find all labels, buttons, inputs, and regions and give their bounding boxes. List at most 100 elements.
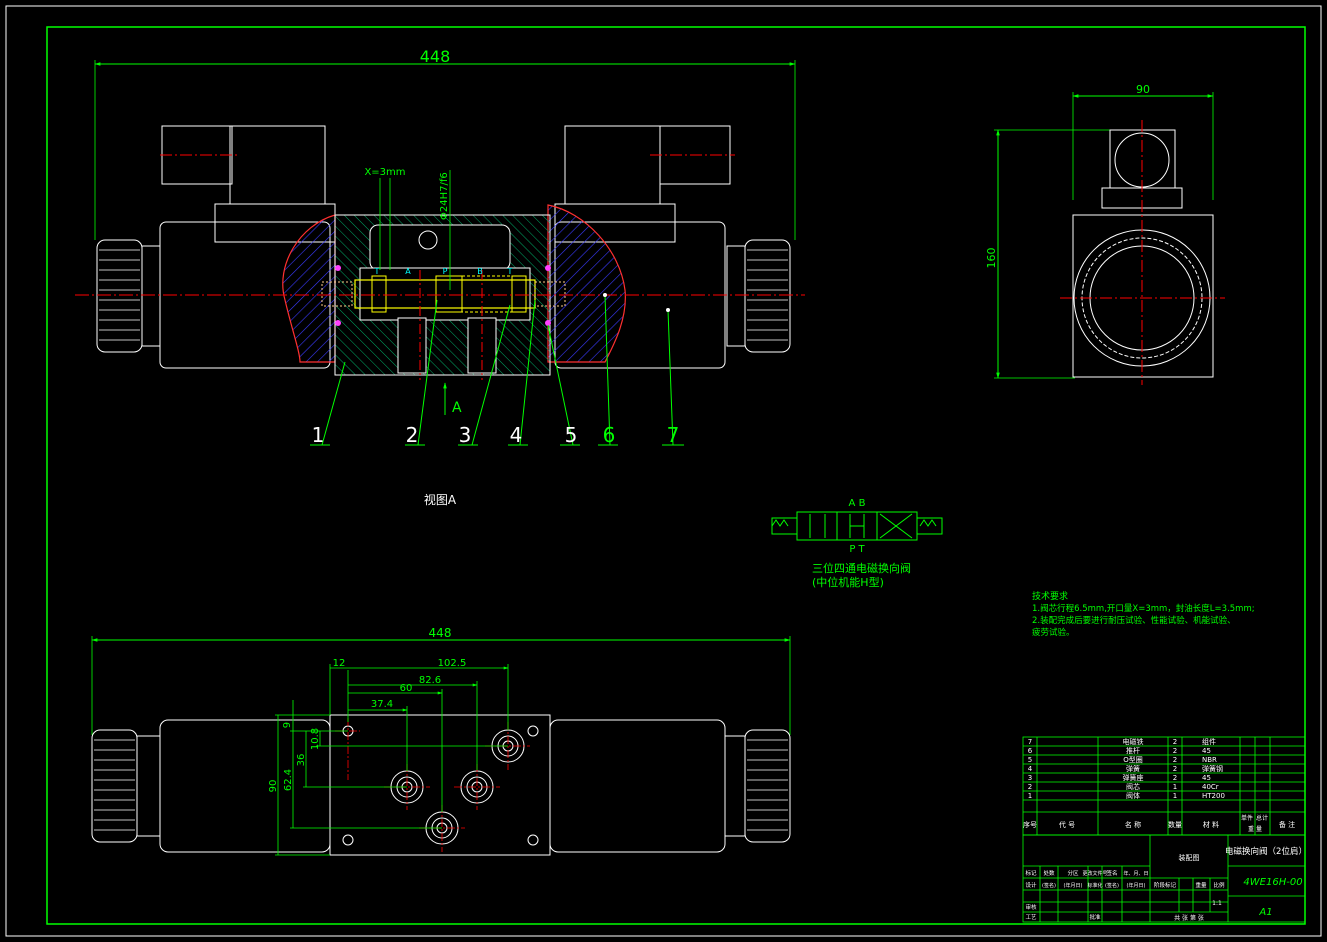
callout-6: 6 xyxy=(603,423,616,447)
approve-label: 批准 xyxy=(1089,913,1101,921)
bom-cell-qty: 2 xyxy=(1173,765,1177,773)
tech-req-line-2: 2.装配完成后要进行耐压试验、性能试验、机能试验、 xyxy=(1032,615,1236,626)
role-design: 设计 xyxy=(1025,881,1037,889)
bom-cell-qty: 2 xyxy=(1173,756,1177,764)
callout-1: 1 xyxy=(312,423,325,447)
rev-label-count: 处数 xyxy=(1043,869,1055,877)
dim-102-5: 102.5 xyxy=(438,658,467,669)
bom-header-unit-weight: 单件 xyxy=(1241,814,1253,822)
bom-table xyxy=(1022,736,1306,836)
bom-header-no: 序号 xyxy=(1023,820,1037,829)
callout-4: 4 xyxy=(510,423,523,447)
bom-cell-no: 3 xyxy=(1028,774,1032,782)
front-section-view: 448 xyxy=(75,47,805,447)
side-height-dim: 160 xyxy=(985,248,998,269)
table-row: 5 O型圈 2 NBR xyxy=(1028,755,1217,764)
side-width-dim: 90 xyxy=(1136,83,1150,96)
std-signature: (签名) xyxy=(1105,882,1119,889)
dim-36: 36 xyxy=(296,754,307,767)
bom-header-weight: 重 量 xyxy=(1248,825,1262,833)
sheet-info: 共 张 第 张 xyxy=(1174,914,1204,922)
symbol-caption-1: 三位四通电磁换向阀 xyxy=(812,561,911,575)
view-arrow-label: A xyxy=(452,400,462,416)
bom-cell-qty: 2 xyxy=(1173,738,1177,746)
tech-req-title: 技术要求 xyxy=(1032,590,1068,602)
bom-header-material: 材 料 xyxy=(1203,820,1219,829)
std-date: (年月日) xyxy=(1127,882,1146,889)
dim-62-4: 62.4 xyxy=(283,769,294,791)
rev-label-date: 年、月、日 xyxy=(1123,870,1148,877)
port-label-a: A xyxy=(405,267,411,276)
bom-header-code: 代 号 xyxy=(1059,820,1075,829)
rev-label-sign: 签名 xyxy=(1106,869,1117,877)
table-row: 3 弹簧座 2 45 xyxy=(1028,773,1211,782)
scale-value: 1:1 xyxy=(1212,900,1222,907)
bom-header-name: 名 称 xyxy=(1125,820,1141,829)
port-label-b: B xyxy=(477,267,483,276)
rev-label-doc: 更改文件号 xyxy=(1082,870,1107,877)
port-label-t2: T xyxy=(507,267,513,276)
sheet-size: A1 xyxy=(1258,907,1272,918)
bom-cell-qty: 2 xyxy=(1173,774,1177,782)
side-view: 90 160 xyxy=(985,83,1225,385)
dim-12: 12 xyxy=(333,658,346,669)
symbol-top-ports: A B xyxy=(849,498,866,509)
table-row: 1 阀体 1 HT200 xyxy=(1028,791,1225,800)
dim-9: 9 xyxy=(282,722,293,728)
table-row: 2 阀芯 1 40Cr xyxy=(1028,782,1219,791)
title-block xyxy=(1022,834,1306,923)
stage-label: 阶段标记 xyxy=(1154,881,1177,889)
table-row: 6 推杆 2 45 xyxy=(1028,746,1211,755)
bom-cell-name: 推杆 xyxy=(1126,746,1140,755)
bom-cell-qty: 1 xyxy=(1173,783,1177,791)
role-check: 审核 xyxy=(1025,903,1037,911)
bom-cell-material: 45 xyxy=(1202,774,1211,782)
bom-cell-material: 组件 xyxy=(1202,737,1216,746)
bottom-view: 448 xyxy=(91,626,791,856)
tech-req-line-1: 1.阀芯行程6.5mm,开口量X=3mm，封油长度L=3.5mm; xyxy=(1032,603,1255,614)
hydraulic-symbol: A B P T 三位四通电磁换向阀 (中位机能H型) xyxy=(771,498,943,589)
fit-dim: Φ24H7/f6 xyxy=(439,172,450,220)
bom-cell-material: HT200 xyxy=(1202,792,1225,800)
symbol-caption-2: (中位机能H型) xyxy=(812,575,884,589)
table-row: 7 电磁铁 2 组件 xyxy=(1028,737,1216,746)
bom-cell-no: 1 xyxy=(1028,792,1032,800)
tech-req-line-3: 疲劳试验。 xyxy=(1032,627,1075,638)
bom-cell-qty: 2 xyxy=(1173,747,1177,755)
callout-5: 5 xyxy=(565,423,578,447)
bom-rows: 7 电磁铁 2 组件 6 推杆 2 45 5 O型圈 2 NBR 4 弹簧 2 … xyxy=(1023,737,1295,833)
dim-90: 90 xyxy=(268,780,279,793)
callout-3: 3 xyxy=(459,423,472,447)
dim-60: 60 xyxy=(400,683,413,694)
bom-cell-material: 弹簧钢 xyxy=(1202,764,1223,773)
stroke-dim: X=3mm xyxy=(364,167,405,178)
title-block-text: 装配图 电磁换向阀（2位肩） 4WE16H-00 A1 1:1 共 张 第 张 … xyxy=(1025,846,1306,922)
design-date: (年月日) xyxy=(1064,882,1083,889)
dim-37-4: 37.4 xyxy=(371,699,393,710)
weight-label: 重量 xyxy=(1195,881,1207,889)
bom-cell-qty: 1 xyxy=(1173,792,1177,800)
bom-header-qty: 数量 xyxy=(1168,820,1182,829)
dim-82-6: 82.6 xyxy=(419,675,441,686)
bom-cell-material: NBR xyxy=(1202,756,1217,764)
bom-cell-material: 45 xyxy=(1202,747,1211,755)
front-overall-dim: 448 xyxy=(420,47,451,66)
bom-cell-no: 5 xyxy=(1028,756,1032,764)
bom-header-remark: 备 注 xyxy=(1279,820,1295,829)
bom-cell-material: 40Cr xyxy=(1202,783,1219,791)
bom-cell-name: 弹簧座 xyxy=(1123,773,1144,782)
std-label: 标准化 xyxy=(1087,882,1102,889)
bom-cell-no: 7 xyxy=(1028,738,1032,746)
scale-label: 比例 xyxy=(1213,881,1225,889)
port-label-p: P xyxy=(443,267,448,276)
bottom-overall-dim: 448 xyxy=(429,626,452,640)
outer-border xyxy=(5,5,1322,937)
drawing-title: 电磁换向阀（2位肩） xyxy=(1225,846,1307,857)
bom-cell-name: 弹簧 xyxy=(1126,764,1140,773)
callout-2: 2 xyxy=(406,423,419,447)
dim-10-8: 10.8 xyxy=(310,728,321,750)
design-signature: (签名) xyxy=(1042,882,1056,889)
bom-header-total-weight: 总计 xyxy=(1256,814,1268,822)
bom-cell-name: 电磁铁 xyxy=(1123,737,1144,746)
